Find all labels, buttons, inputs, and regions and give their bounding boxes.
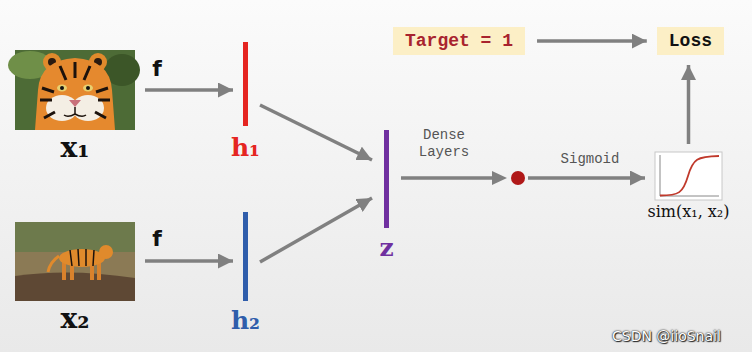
flow-arrow (145, 259, 233, 263)
tiger-head (99, 245, 113, 259)
tiger-photo (8, 50, 140, 130)
loss-box: Loss (657, 27, 724, 55)
feature-vector: h₂ (243, 212, 248, 301)
tiger-body (59, 249, 105, 267)
tiger-eye (57, 85, 67, 92)
feature-vector: h₁ (243, 42, 248, 126)
tiger-nose (69, 100, 81, 107)
tiger-stripes (70, 249, 94, 266)
sigmoid-plot (655, 152, 722, 200)
node-label: x₁ (61, 133, 90, 164)
dot-product (511, 171, 525, 185)
photo-earth (15, 272, 135, 301)
edge-label: Dense Layers (408, 127, 480, 161)
feature-vector: z (384, 130, 389, 228)
edge-label: f (152, 226, 162, 252)
flow-arrow (687, 65, 691, 144)
sigmoid-curve (660, 156, 719, 196)
node-label: x₂ (61, 304, 90, 335)
plot-axes (660, 155, 719, 196)
tiger-tail (48, 256, 59, 272)
tiger-leg (97, 262, 101, 280)
tiger-pupil (60, 86, 64, 90)
target-box: Target = 1 (393, 27, 525, 55)
input-image: x₁ (15, 50, 135, 130)
photo-bush (15, 222, 135, 252)
flow-arrow (260, 198, 372, 262)
tiger-leg (62, 262, 66, 280)
operation-label: Sigmoid (556, 151, 624, 168)
tiger-pupil (86, 86, 90, 90)
flow-arrow (260, 105, 372, 160)
node-label: sim(x₁, x₂) (647, 203, 729, 221)
tiger-eye (83, 85, 93, 92)
box-label: Target = 1 (405, 30, 513, 52)
plot-frame (655, 152, 722, 200)
tiger-head (35, 58, 115, 130)
flow-arrow (537, 39, 647, 43)
tiger-stripes (40, 62, 110, 118)
tiger-photo (15, 222, 135, 301)
box-label: Loss (669, 30, 712, 52)
photo-ground (15, 222, 135, 301)
node-label: z (379, 234, 393, 262)
node-label: h₂ (231, 307, 260, 335)
watermark: CSDN @iioSnail (612, 328, 721, 345)
arrow-head (492, 171, 507, 185)
tiger-mouth (64, 107, 86, 116)
node-label: h₁ (231, 134, 260, 162)
flow-arrow (145, 88, 233, 92)
input-image: x₂ (15, 222, 135, 301)
edge-label: f (152, 56, 162, 82)
similarity-plot: sim(x₁, x₂) (655, 152, 722, 200)
